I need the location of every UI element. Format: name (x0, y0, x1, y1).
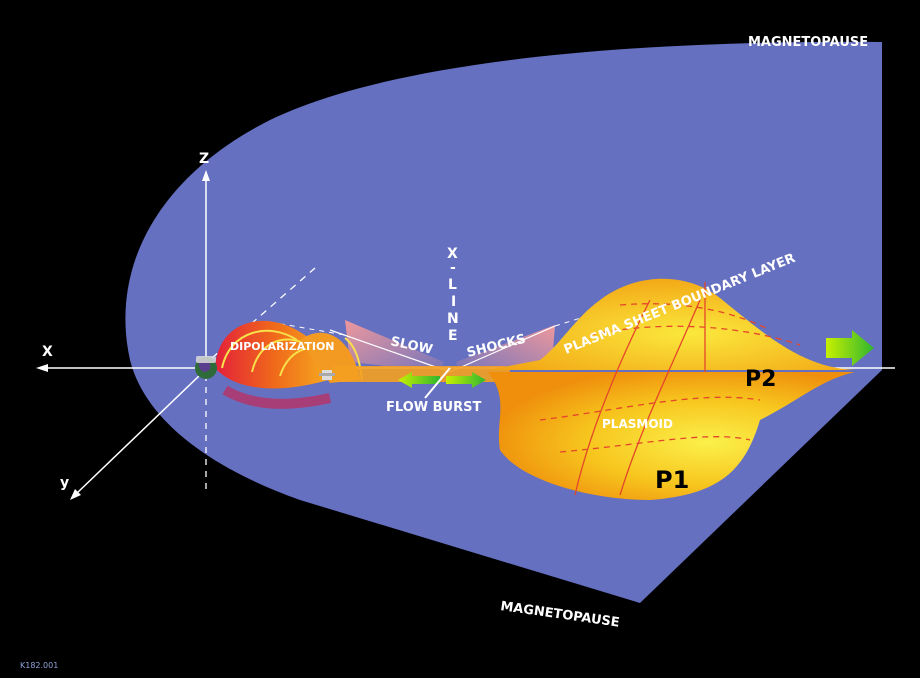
magnetosphere-region (125, 41, 883, 603)
flow-burst-label: FLOW BURST (386, 400, 481, 415)
x-line-char: I (451, 294, 456, 310)
y-axis (70, 267, 316, 500)
slow-shock-left (345, 320, 444, 372)
dipolarization-label: DIPOLARIZATION (230, 340, 335, 353)
plasmoid-region (488, 278, 855, 370)
x-axis-label: X (42, 344, 53, 360)
figure-code: K182.001 (20, 661, 58, 670)
z-axis-label: Z (199, 151, 209, 167)
plasmoid-contours (539, 282, 801, 496)
flow-burst-arrows (398, 367, 486, 399)
x-line-label: X - L I N E (447, 246, 459, 344)
outflow-arrow-icon (826, 330, 874, 366)
earth-icon (195, 356, 217, 379)
magnetopause-bottom-label: MAGNETOPAUSE (499, 599, 620, 631)
x-line-char: X (447, 246, 458, 262)
x-line-char: E (448, 328, 458, 344)
x-line-char: - (450, 260, 456, 276)
p1-label: P1 (655, 466, 689, 494)
y-axis-label: y (60, 475, 69, 491)
z-axis (202, 170, 210, 490)
x-line-char: L (448, 277, 457, 293)
plasmoid-lower (488, 372, 855, 500)
magnetopause-top-label: MAGNETOPAUSE (748, 35, 868, 50)
satellite-icon (319, 370, 335, 380)
plasmoid-label: PLASMOID (602, 417, 673, 431)
x-line-char: N (447, 311, 459, 327)
p2-label: P2 (745, 367, 776, 392)
